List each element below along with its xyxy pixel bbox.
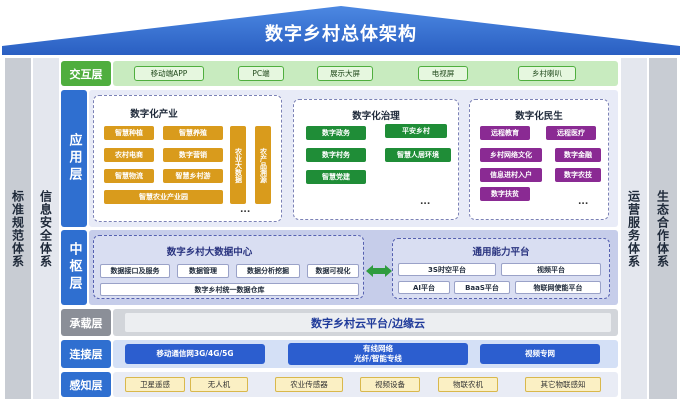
livelihood-item: 远程教育 — [480, 126, 530, 140]
livelihood-title: 数字化民生 — [515, 111, 563, 122]
connection-wired-line2: 光纤/智能专线 — [354, 354, 402, 363]
row-label-hub: 中枢层 — [61, 230, 87, 305]
industry-item: 智慧种植 — [104, 126, 154, 140]
row-label-interaction: 交互层 — [61, 61, 111, 86]
bidirectional-arrow-icon — [366, 265, 392, 277]
industry-vertical-item: 农业大数据 — [230, 126, 246, 204]
side-standards: 标准规范体系 — [5, 58, 31, 399]
bigdata-item: 数据接口及服务 — [100, 264, 170, 278]
side-ecosystem: 生态合作体系 — [649, 58, 677, 399]
interaction-item: 展示大屏 — [317, 66, 373, 81]
platform-item: AI平台 — [398, 281, 450, 294]
roof-banner — [2, 6, 680, 55]
platform-item: 物联网使能平台 — [515, 281, 601, 294]
row-label-application: 应用层 — [61, 90, 87, 227]
connection-item: 移动通信网3G/4G/5G — [125, 344, 265, 364]
connection-wired-line1: 有线网络 — [363, 344, 393, 353]
interaction-item: PC端 — [238, 66, 284, 81]
industry-item-wide: 智慧农业产业园 — [104, 190, 223, 204]
bigdata-item: 数据管理 — [177, 264, 229, 278]
livelihood-item: 数字农技 — [555, 168, 601, 182]
industry-item: 农村电商 — [104, 148, 154, 162]
governance-item: 数字村务 — [306, 148, 366, 162]
interaction-item: 乡村喇叭 — [518, 66, 576, 81]
bigdata-item: 数据分析挖掘 — [236, 264, 300, 278]
governance-more: ... — [420, 197, 431, 207]
connection-wired: 有线网络 光纤/智能专线 — [288, 343, 468, 365]
perception-item: 视频设备 — [360, 377, 420, 392]
row-label-perception: 感知层 — [61, 372, 111, 397]
perception-item: 其它物联感知 — [525, 377, 601, 392]
industry-item: 数字营销 — [163, 148, 223, 162]
livelihood-item: 远程医疗 — [546, 126, 596, 140]
row-label-connection: 连接层 — [61, 340, 111, 368]
side-security: 信息安全体系 — [33, 58, 59, 399]
connection-item: 视频专网 — [480, 344, 600, 364]
bearing-content: 数字乡村云平台/边缘云 — [125, 313, 611, 332]
governance-item: 智慧党建 — [306, 170, 366, 184]
row-label-bearing: 承载层 — [61, 309, 111, 336]
platform-item: 3S时空平台 — [398, 263, 496, 276]
livelihood-item: 信息进村入户 — [480, 168, 542, 182]
governance-item: 数字政务 — [306, 126, 366, 140]
platform-title: 通用能力平台 — [472, 247, 530, 258]
bigdata-item: 数据可视化 — [307, 264, 359, 278]
platform-item: 视频平台 — [501, 263, 601, 276]
platform-item: BaaS平台 — [454, 281, 510, 294]
livelihood-item: 数字扶贫 — [480, 187, 530, 201]
perception-item: 卫星遥感 — [125, 377, 185, 392]
industry-item: 智慧乡村游 — [163, 169, 223, 183]
page-title: 数字乡村总体架构 — [265, 24, 417, 45]
industry-item: 智慧物流 — [104, 169, 154, 183]
industry-more: ... — [240, 205, 251, 215]
interaction-item: 电视屏 — [418, 66, 468, 81]
interaction-item: 移动端APP — [134, 66, 204, 81]
industry-title: 数字化产业 — [130, 109, 178, 120]
livelihood-item: 数字金融 — [555, 148, 601, 162]
side-operations: 运营服务体系 — [621, 58, 647, 399]
governance-title: 数字化治理 — [352, 111, 400, 122]
governance-item: 平安乡村 — [385, 124, 447, 138]
bigdata-title: 数字乡村大数据中心 — [166, 247, 253, 258]
bigdata-warehouse: 数字乡村统一数据仓库 — [100, 283, 359, 296]
livelihood-item: 乡村网络文化 — [480, 148, 542, 162]
perception-item: 无人机 — [190, 377, 248, 392]
governance-item: 智慧人居环境 — [385, 148, 451, 162]
perception-item: 物联农机 — [438, 377, 498, 392]
industry-vertical-item: 农产品溯源 — [255, 126, 271, 204]
livelihood-more: ... — [578, 197, 589, 207]
perception-item: 农业传感器 — [275, 377, 343, 392]
industry-item: 智慧养殖 — [163, 126, 223, 140]
